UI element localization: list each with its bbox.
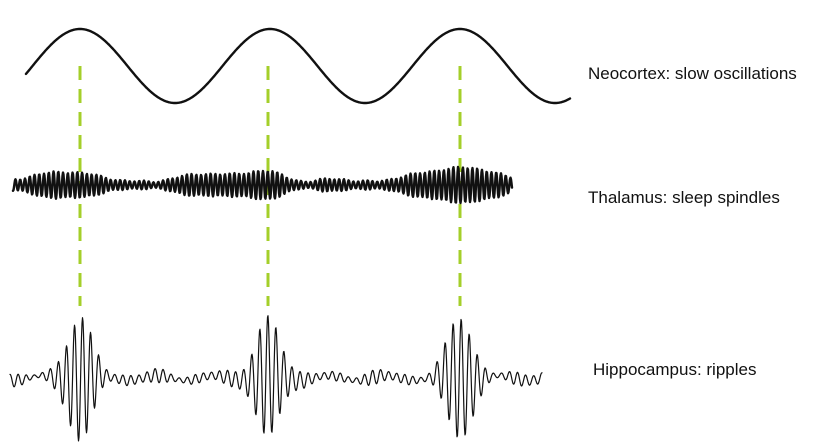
hippocampus-label: Hippocampus: ripples (593, 360, 757, 379)
neocortex-slow-oscillation-trace (24, 27, 572, 105)
neocortex-label: Neocortex: slow oscillations (588, 64, 797, 83)
hippocampus-ripple-trace (9, 315, 543, 442)
thalamus-label: Thalamus: sleep spindles (588, 188, 780, 207)
thalamus-spindle-trace (11, 165, 514, 205)
